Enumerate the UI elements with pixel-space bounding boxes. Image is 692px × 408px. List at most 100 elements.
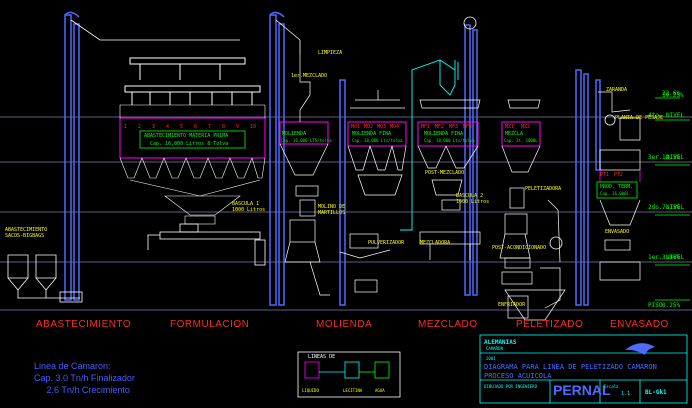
level-pct: 0.25% (662, 302, 681, 309)
title-drawn: DIBUJADO POR INGENIERO (484, 384, 537, 389)
label-bascula-2: BASCULA 2 (456, 193, 484, 199)
formulation-bins (119, 104, 266, 225)
label-molienda-cap: Cap. 16,000 LTS/tolva (281, 138, 332, 143)
bin-label: 7 (208, 124, 212, 130)
title-subtitle: PROCESO ACUICOLA (484, 372, 552, 380)
legend-box (297, 351, 401, 398)
bin-label: 9 (236, 124, 240, 130)
label-abastecimiento-cap: Cap. 16,000 Litros 8 Tolva (150, 141, 229, 147)
title-company: ALEMANIAS (484, 339, 517, 346)
title-scale: Escala (604, 384, 619, 389)
label-peletizadora: PELETIZADORA (525, 186, 562, 192)
bin-label: MO1 (351, 124, 361, 130)
level-pct: 22.6% (662, 90, 681, 97)
bin-label: MO4 (390, 124, 400, 130)
envasado-section (596, 91, 641, 281)
label-molino-martillos: MOLINO DE MARTILLOS (318, 204, 346, 216)
title-code: BL-Gk1 (645, 389, 667, 396)
label-molienda-fina-box-2: MOLIENDA FINA (424, 131, 464, 137)
label-planta-pesaje: PLANTA DE PESAJE (615, 115, 664, 121)
level-name: 3er. NIVEL (648, 154, 685, 161)
elevator-heads (70, 16, 616, 250)
bucket-elevators (64, 11, 601, 306)
section-label: ABASTECIMIENTO (36, 319, 132, 330)
section-label: PELETIZADO (516, 319, 584, 330)
molienda-section (279, 55, 330, 296)
title-main: DIAGRAMA PARA LINEA DE PELETIZADO CAMARO… (484, 363, 657, 371)
label-limpieza: LIMPIEZA (318, 50, 343, 56)
bin-label: MZ2 (521, 124, 531, 130)
intake-hoppers (7, 254, 83, 303)
bin-label: 3 (152, 124, 156, 130)
level-name: 4to. NIVEL (648, 112, 685, 119)
bin-label: 5 (180, 124, 184, 130)
title-block-frame (479, 334, 688, 404)
pneumatic-line (400, 59, 459, 231)
label-mezcla-cap: Cap. 3t, 1000L (504, 138, 538, 143)
bin-label: MF3 (449, 124, 459, 130)
label-post-mezclado: POST-MEZCLADO (425, 170, 465, 176)
label-bascula-1-cap: 1000 Litros (232, 207, 266, 213)
legend-title: LINEAS DE (308, 354, 336, 360)
legend-item-agua: AGUA (375, 388, 385, 393)
label-molienda-fina-cap-2: Cap. 10,000 Lts/tolva (424, 138, 475, 143)
bin-label: MF2 (435, 124, 445, 130)
label-mezcla-box: MEZCLA (505, 131, 524, 137)
peletizado-section (499, 187, 566, 321)
level-name: 1er. NIVEL (648, 254, 685, 261)
screw-conveyor (147, 223, 266, 266)
capacity-note-line2: 2.6 Tn/h Crecimiento (34, 385, 130, 395)
bin-label: MO3 (377, 124, 387, 130)
bin-label: MF1 (421, 124, 431, 130)
bin-label: 6 (194, 124, 198, 130)
level-name: 2do. NIVEL (648, 204, 685, 211)
title-logo-text: PERNAL (553, 382, 611, 398)
label-bascula-1: BASCULA 1 (232, 201, 260, 207)
label-post-acondicionado: POST-ACONDICIONADO (492, 245, 547, 251)
section-label: MEZCLADO (418, 319, 478, 330)
title-sub2: 2001 (486, 356, 496, 361)
level-pct: 7.15% (662, 204, 681, 211)
label-molienda-fina-cap: Cap. 10,000 Lts/tolva (352, 138, 403, 143)
capacity-note-title: Linea de Camaron: (34, 361, 111, 371)
label-mezcladora: MEZCLADORA (420, 240, 451, 246)
label-envasado: ENVASADO (605, 229, 630, 235)
label-abastecimiento-box: ABASTECIMIENTO MATERIA PRIMA (144, 133, 229, 139)
section-label: MOLIENDA (316, 319, 373, 330)
section-label: FORMULACION (170, 319, 250, 330)
bin-label: 2 (138, 124, 142, 130)
bin-label: MZ1 (505, 124, 515, 130)
bin-label: 8 (222, 124, 226, 130)
title-sheet: 1.1 (621, 391, 631, 397)
level-pct: 19.25% (662, 92, 684, 99)
label-enfriador: ENFRIADOR (498, 302, 526, 308)
label-prod-term-cap: Cap. 16,000L (600, 191, 629, 196)
top-conveyor (124, 57, 261, 105)
molienda-fina-section (339, 59, 541, 293)
label-abastecimiento-left: ABASTECIMIENTO SACOS-BIGBAGS (5, 227, 48, 239)
bin-label: PT1 (600, 172, 610, 178)
title-sub1: CAMARON (486, 346, 503, 351)
bin-label: 1 (124, 124, 128, 130)
bin-label: PT2 (614, 172, 624, 178)
legend-item-lecitina: LECITINA (343, 388, 363, 393)
label-zaranda: ZARANDA (606, 87, 628, 93)
level-pct: 3.86% (662, 254, 681, 261)
bin-label: MF4 (463, 124, 473, 130)
label-prod-term: PROD. TERM. (600, 184, 634, 190)
label-bascula-2-cap: 1000 Litros (456, 199, 490, 205)
legend-item-liquido: LIQUIDO (302, 388, 319, 393)
level-markers (655, 97, 690, 301)
logo-icon (625, 343, 655, 355)
bin-label: MO2 (364, 124, 374, 130)
bin-label: 4 (166, 124, 170, 130)
label-pre-mezclado: 1er.MEZCLADO (291, 73, 328, 79)
label-molienda-fina-box: MOLIENDA FINA (352, 131, 392, 137)
level-name: PISO (648, 302, 663, 309)
label-pulverizador: PULVERIZADOR (368, 240, 405, 246)
capacity-note-line1: Cap. 3.0 Tn/h Finalizador (34, 373, 135, 383)
bin-label: 10 (250, 124, 257, 130)
label-molienda-box: MOLIENDA (282, 131, 307, 137)
